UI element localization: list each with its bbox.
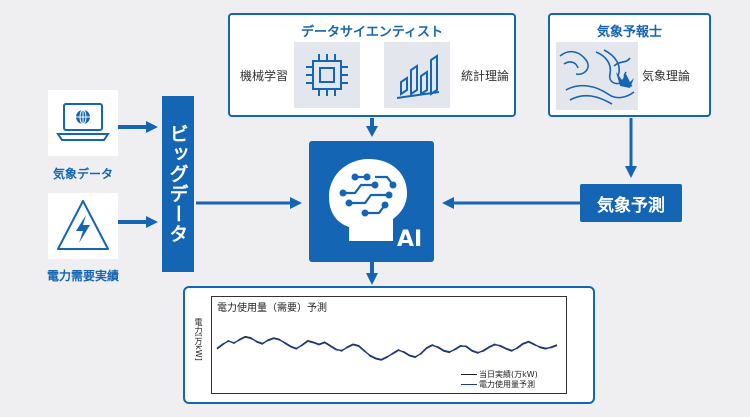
lightning-icon (57, 200, 109, 250)
arrow-weather-to-bigdata (118, 121, 158, 133)
weather-map-icon-tile (556, 42, 638, 110)
ai-head-icon (329, 159, 407, 241)
weather-map-icon (559, 49, 635, 105)
arrow-scientist-to-ai (366, 118, 378, 137)
ai-box: AI (309, 141, 434, 262)
big-data-box: ビッグデータ (162, 96, 194, 272)
bar-chart-icon-tile (384, 42, 450, 108)
forecaster-panel: 気象予報士 気象理論 (548, 13, 711, 117)
chart-panel: 電力使用量（需要）予測 電力[万kW] 当日実績(万kW) 電力使用量予測 (183, 286, 595, 404)
data-scientist-panel: データサイエンティスト 機械学習 統計理論 (228, 13, 516, 117)
forecaster-title: 気象予報士 (596, 25, 662, 40)
arrow-forecaster-to-forecast (625, 118, 637, 178)
weather-data-label: 気象データ (52, 167, 113, 181)
arrow-ai-to-chart (366, 262, 378, 285)
arrow-bigdata-to-ai (196, 197, 302, 209)
meteorology-theory-label: 気象理論 (642, 69, 691, 83)
chart-ylabel: 電力[万kW] (194, 318, 203, 361)
legend-forecast-label: 電力使用量予測 (479, 379, 535, 389)
data-scientist-title: データサイエンティスト (300, 25, 444, 40)
bar-chart-icon (396, 54, 440, 99)
chart-plot (216, 335, 558, 361)
statistics-theory-label: 統計理論 (461, 69, 510, 83)
chart-title: 電力使用量（需要）予測 (217, 303, 327, 314)
chip-icon-tile (294, 42, 360, 108)
chart-frame (211, 296, 567, 394)
laptop-icon-tile (48, 90, 118, 156)
machine-learning-label: 機械学習 (240, 69, 289, 83)
arrow-forecast-to-ai (442, 197, 580, 209)
legend: 当日実績(万kW) 電力使用量予測 (461, 369, 571, 389)
legend-actual-label: 当日実績(万kW) (479, 369, 538, 379)
legend-swatch-actual (461, 373, 477, 375)
chart-series-forecast-line (216, 336, 558, 361)
ai-label: AI (397, 227, 423, 252)
power-demand-label: 電力需要実績 (46, 269, 119, 283)
legend-swatch-forecast (461, 383, 477, 385)
laptop-globe-icon (56, 103, 110, 141)
arrow-power-to-bigdata (118, 216, 158, 228)
chip-icon (306, 54, 348, 96)
power-icon-tile (48, 193, 118, 259)
weather-forecast-box: 気象予測 (580, 184, 682, 222)
